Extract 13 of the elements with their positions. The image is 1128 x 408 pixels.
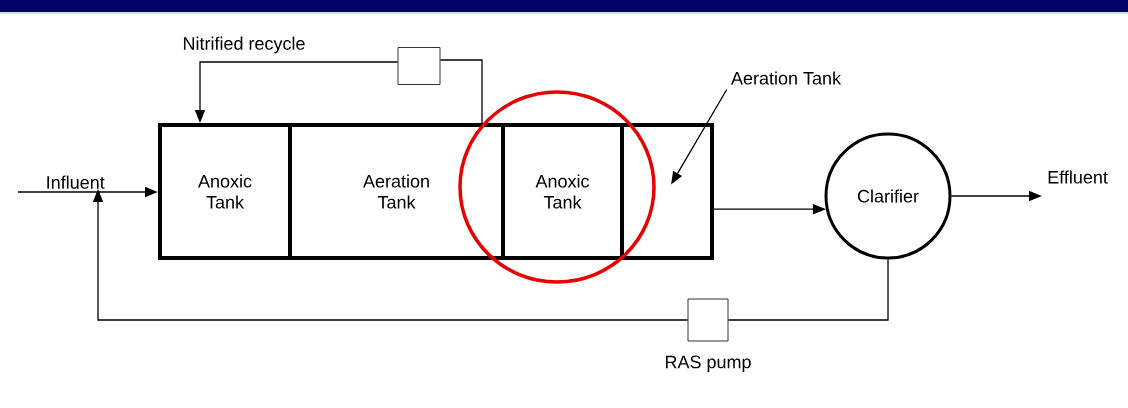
pump-box	[397, 47, 441, 85]
edge-label: Nitrified recycle	[181, 35, 307, 55]
tank-compartment: Aeration Tank	[288, 123, 505, 260]
bare-text: Effluent	[1048, 170, 1108, 184]
connector-line	[727, 258, 889, 321]
pump-box	[687, 298, 729, 342]
pump-caption: RAS pump	[665, 355, 751, 372]
tank-compartment	[620, 123, 714, 260]
callout-text: Aeration Tank	[731, 71, 842, 85]
tank-compartment: Anoxic Tank	[501, 123, 624, 260]
connector-line	[439, 59, 483, 124]
bare-text: Influent	[47, 175, 105, 189]
tank-compartment: Anoxic Tank	[158, 123, 292, 260]
